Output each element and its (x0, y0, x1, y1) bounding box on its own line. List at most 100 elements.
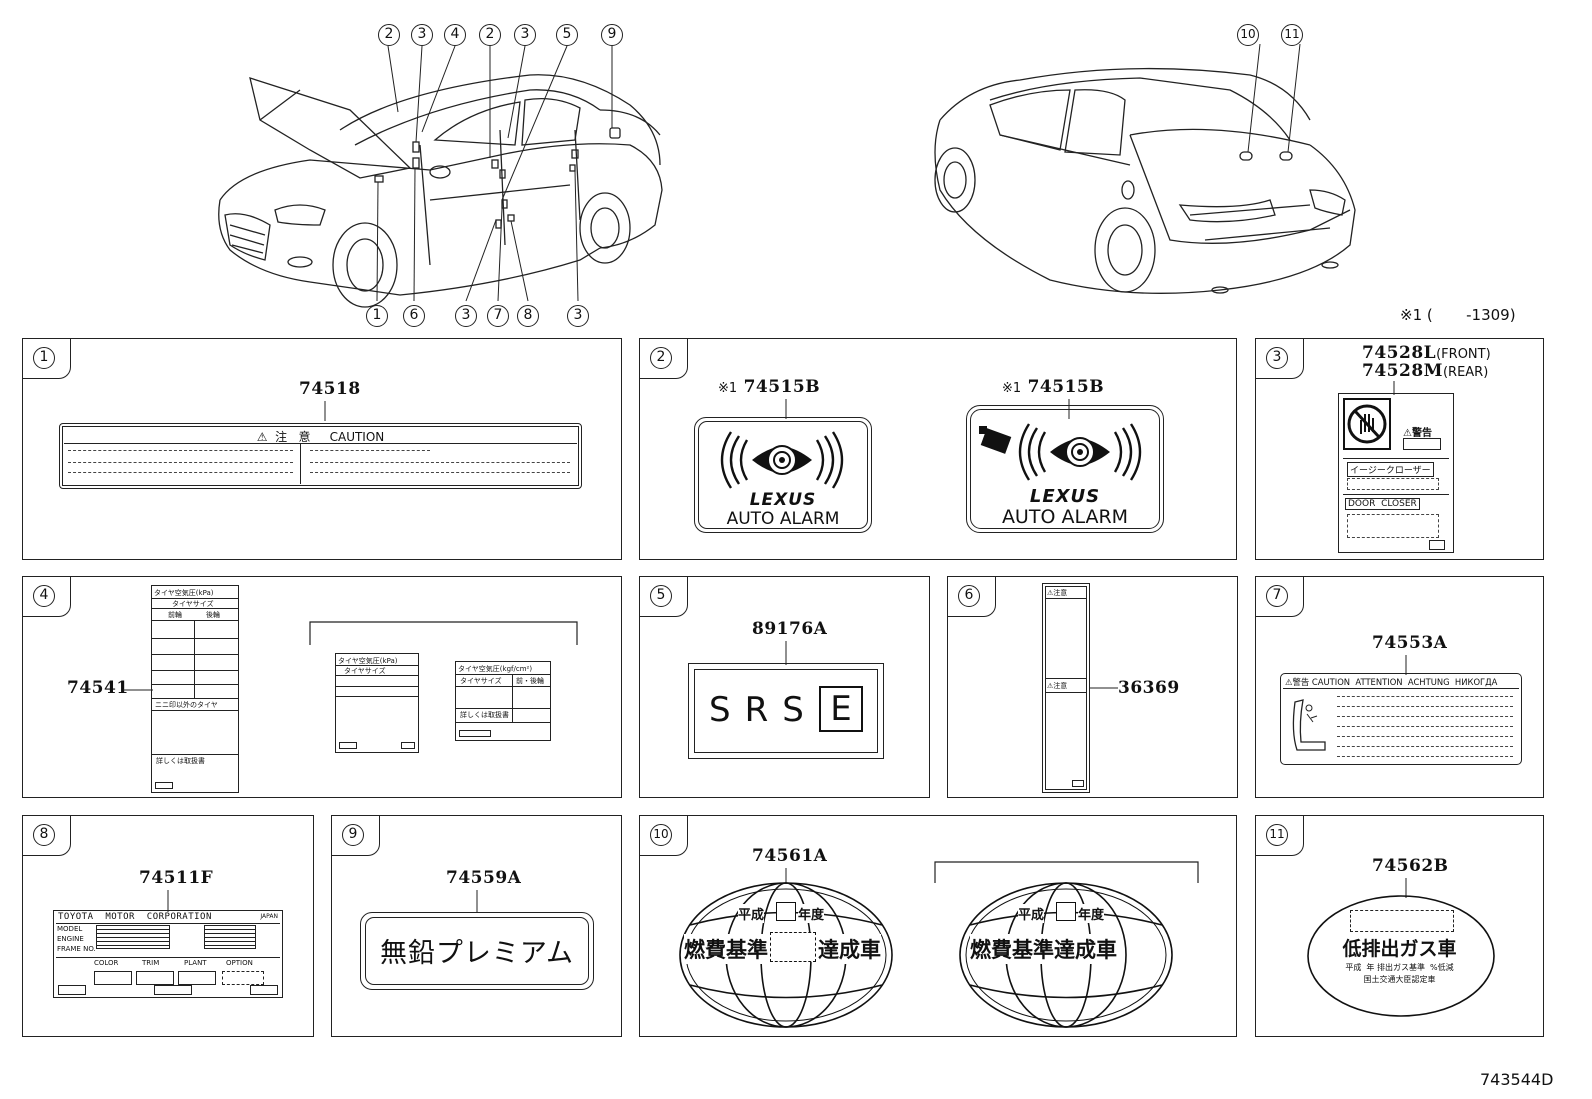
leader-line (167, 890, 169, 912)
leader-line (1393, 381, 1395, 395)
lexus-logo-text: LEXUS (1029, 486, 1101, 507)
leader-line (785, 399, 787, 419)
low-emission-sub2: 国土交通大臣認定車 (1363, 975, 1436, 984)
maker-text: TOYOTA MOTOR CORPORATION (58, 912, 212, 922)
nendo-text: 年度 (798, 904, 825, 923)
panel-2: 2 ※1 74515B ※1 74515B LEXUS AUTO ALARM (639, 338, 1237, 560)
leader-line (785, 641, 787, 665)
part-number: 36369 (1118, 678, 1180, 698)
srs-text: SRS (709, 690, 818, 730)
part-number: 74511F (139, 868, 214, 888)
panel-3: 3 74528L(FRONT) 74528M(REAR) ⚠警告 イージークロー… (1255, 338, 1544, 560)
auto-alarm-label-a: LEXUS AUTO ALARM (694, 417, 872, 533)
callout-3: 3 (411, 24, 433, 46)
panel-9: 9 74559A 無鉛プレミアム (331, 815, 622, 1037)
panel-5: 5 89176A SRS E (639, 576, 930, 798)
auto-alarm-text: AUTO ALARM (1001, 506, 1129, 528)
panel-8: 8 74511F TOYOTA MOTOR CORPORATION JAPAN … (22, 815, 314, 1037)
callout-6: 6 (403, 305, 425, 327)
car-front-three-quarter-illustration (218, 45, 663, 308)
caution-header: ⚠ 注 意 CAUTION (256, 430, 385, 444)
easy-closer-text: イージークローザー (1347, 462, 1434, 477)
part-number: 74562B (1372, 856, 1449, 876)
panel-number: 4 (33, 585, 55, 607)
srs-e-box: E (819, 686, 863, 732)
leader-line (1405, 655, 1407, 675)
door-closer-label: ⚠警告 イージークローザー DOOR CLOSER (1338, 393, 1454, 553)
leader-line (476, 890, 478, 912)
diagram-code: 743544D (1480, 1070, 1554, 1089)
bracket-line (934, 861, 1199, 883)
panel-number: 6 (958, 585, 980, 607)
part-number-front: 74528L(FRONT) (1362, 343, 1491, 363)
alarm-waves-icon (1018, 423, 1142, 481)
vehicle-id-plate: TOYOTA MOTOR CORPORATION JAPAN MODEL ENG… (53, 910, 283, 998)
callout-2: 2 (378, 24, 400, 46)
nendo-text: 年度 (1078, 904, 1105, 923)
lexus-logo-text: LEXUS (749, 490, 817, 510)
panel-4: 4 74541 タイヤ空気圧(kPa) タイヤサイズ 前輪 後輪 ニニ印以外のタ… (22, 576, 622, 798)
seat-icon (1292, 699, 1326, 751)
callout-5: 5 (556, 24, 578, 46)
panel-number: 7 (1266, 585, 1288, 607)
fuel-standard-text-b: 燃費基準達成車 (970, 934, 1117, 964)
footnote-applicability: ※1 ( -1309) (1400, 306, 1516, 324)
tire-pressure-label-tall: タイヤ空気圧(kPa) タイヤサイズ 前輪 後輪 ニニ印以外のタイヤ 詳しくは取… (151, 585, 239, 793)
callout-3: 3 (455, 305, 477, 327)
panel-7: 7 74553A ⚠警告 CAUTION ATTENTION ACHTUNG Н… (1255, 576, 1544, 798)
caution-label: ⚠ 注 意 CAUTION (59, 423, 582, 489)
japan-text: JAPAN (260, 913, 278, 920)
callout-10: 10 (1237, 24, 1259, 46)
camera-icon (979, 426, 1012, 454)
srs-label: SRS E (688, 663, 884, 759)
panel-number: 1 (33, 347, 55, 369)
door-closer-text: DOOR CLOSER (1345, 498, 1420, 510)
panel-number: 11 (1266, 824, 1288, 846)
fuel-standard-text-a: 燃費基準 (684, 934, 768, 964)
caution-strip-label: ⚠注意 ⚠注意 (1042, 583, 1090, 793)
panel-number: 3 (1266, 347, 1288, 369)
multilingual-caution-header: ⚠警告 CAUTION ATTENTION ACHTUNG НИКОГДА (1285, 677, 1498, 687)
alarm-waves-icon (720, 431, 844, 489)
part-number: 74559A (446, 868, 522, 888)
panel-number: 8 (33, 824, 55, 846)
part-number-rear: 74528M(REAR) (1362, 361, 1489, 381)
panel-1: 1 74518 ⚠ 注 意 CAUTION (22, 338, 622, 560)
panel-10: 10 74561A 平成 年度 燃費基準 達成車 平成 年度 燃費基準達成車 (639, 815, 1237, 1037)
premium-unleaded-text: 無鉛プレミアム (379, 938, 575, 969)
callout-4: 4 (444, 24, 466, 46)
warning-text: ⚠警告 (1403, 428, 1432, 439)
callout-3: 3 (514, 24, 536, 46)
low-emission-text: 低排出ガス車 (1342, 938, 1457, 960)
leader-line (1090, 687, 1118, 689)
callout-11: 11 (1281, 24, 1303, 46)
callout-9: 9 (601, 24, 623, 46)
seat-caution-label: ⚠警告 CAUTION ATTENTION ACHTUNG НИКОГДА (1280, 673, 1522, 765)
low-emission-oval (1307, 895, 1495, 1017)
heisei-text: 平成 (1018, 904, 1045, 923)
panel-number: 10 (650, 824, 672, 846)
leader-line (123, 689, 153, 691)
leader-line (1405, 878, 1407, 898)
part-number: 74518 (299, 379, 361, 399)
tire-pressure-label-small-a: タイヤ空気圧(kPa) タイヤサイズ (335, 653, 419, 753)
part-number: 74561A (752, 846, 828, 866)
callout-2: 2 (479, 24, 501, 46)
premium-unleaded-label: 無鉛プレミアム (360, 912, 594, 990)
fuel-standard-text-a2: 達成車 (818, 934, 881, 964)
panel-number: 9 (342, 824, 364, 846)
auto-alarm-text: AUTO ALARM (726, 509, 840, 529)
auto-alarm-label-b: LEXUS AUTO ALARM (966, 405, 1164, 533)
callout-8: 8 (517, 305, 539, 327)
part-number: 74541 (67, 678, 129, 698)
part-number: 74553A (1372, 633, 1448, 653)
callout-7: 7 (487, 305, 509, 327)
leader-line (785, 868, 787, 884)
callout-1: 1 (366, 305, 388, 327)
heisei-text: 平成 (738, 904, 765, 923)
panel-6: 6 ⚠注意 ⚠注意 36369 (947, 576, 1238, 798)
no-hand-icon (1343, 398, 1391, 450)
part-number-a: ※1 74515B (718, 377, 821, 397)
part-number: 89176A (752, 619, 828, 639)
car-rear-three-quarter-illustration (934, 43, 1356, 294)
